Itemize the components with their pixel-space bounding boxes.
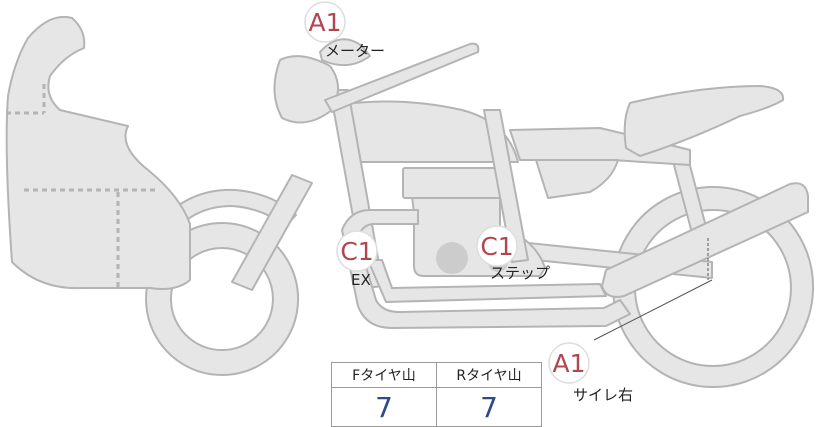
callout-badge-meter: A1 bbox=[304, 1, 346, 43]
exhaust-pipe bbox=[341, 209, 631, 329]
front-fork bbox=[231, 174, 313, 291]
muffler bbox=[601, 182, 809, 298]
fairing bbox=[5, 16, 191, 290]
lower-frame bbox=[367, 259, 607, 303]
callout-label-ex: EX bbox=[351, 271, 371, 289]
headlight bbox=[273, 55, 339, 124]
rear-wheel bbox=[612, 186, 815, 388]
engine-cover bbox=[436, 242, 468, 274]
front-tire-tread-value: 7 bbox=[331, 387, 437, 427]
seat bbox=[623, 85, 785, 157]
callout-badge-step: C1 bbox=[476, 225, 518, 267]
callout-label-muffler: サイレ右 bbox=[573, 386, 634, 404]
frame-rear bbox=[483, 109, 529, 263]
callout-label-meter: メーター bbox=[325, 42, 386, 60]
callout-badge-muffler: A1 bbox=[548, 342, 590, 384]
badge-code: C1 bbox=[340, 237, 373, 266]
badge-code: A1 bbox=[552, 349, 585, 378]
callout-label-step: ステップ bbox=[490, 264, 551, 282]
badge-code: C1 bbox=[480, 232, 513, 261]
gauge-cluster bbox=[319, 38, 371, 67]
engine-head bbox=[402, 167, 504, 199]
tire-tread-table: Fタイヤ山 Rタイヤ山 7 7 bbox=[331, 362, 542, 427]
callout-badge-ex: C1 bbox=[336, 230, 378, 272]
badge-code: A1 bbox=[308, 8, 341, 37]
rear-tire-tread-header: Rタイヤ山 bbox=[436, 362, 542, 388]
side-cover bbox=[535, 159, 619, 199]
handlebar bbox=[324, 42, 480, 113]
rear-tire-tread-value: 7 bbox=[436, 387, 542, 427]
front-fender bbox=[159, 188, 297, 233]
front-tire-tread-header: Fタイヤ山 bbox=[331, 362, 437, 388]
